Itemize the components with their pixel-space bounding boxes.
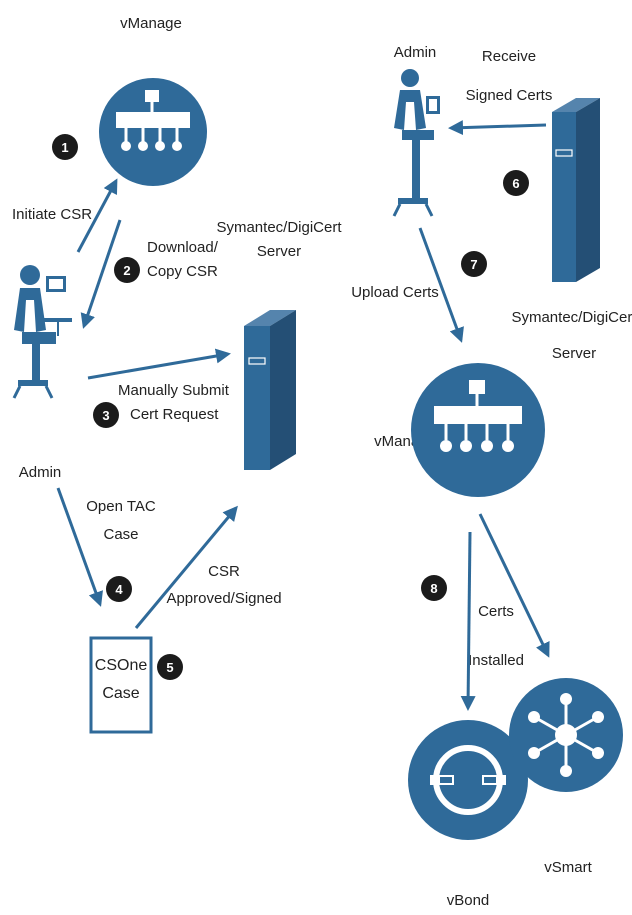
step-6-label-line1: Receive	[482, 48, 536, 65]
server-label-right-line2: Server	[552, 345, 596, 362]
step-6-badge: 6	[503, 170, 529, 196]
vmanage-icon-top	[99, 78, 207, 186]
step-1-label: Initiate CSR	[12, 206, 92, 223]
step-5-label-line1: CSR	[208, 563, 240, 580]
step-8-label-line1: Certs	[478, 603, 514, 620]
vsmart-icon	[509, 678, 623, 792]
arrow-initiate-csr	[76, 178, 118, 253]
csone-case-label-line1: CSOne	[95, 657, 148, 674]
vsmart-label: vSmart	[544, 859, 592, 876]
step-5-badge: 5	[157, 654, 183, 680]
csone-case-label-line2: Case	[102, 685, 139, 702]
svg-text:6: 6	[512, 176, 519, 191]
arrow-to-vbond	[460, 531, 476, 711]
arrow-submit-cert-request	[87, 348, 231, 380]
svg-text:8: 8	[430, 581, 437, 596]
vbond-label: vBond	[447, 892, 490, 909]
svg-text:7: 7	[470, 257, 477, 272]
step-2-label-line2: Copy CSR	[147, 263, 218, 280]
admin-person-icon-left	[12, 265, 72, 399]
step-7-label: Upload Certs	[351, 284, 439, 301]
step-6-label-line2: Signed Certs	[466, 87, 553, 104]
admin-label-right: Admin	[394, 44, 437, 61]
arrow-open-tac-case	[56, 487, 103, 607]
server-label-left-line2: Server	[257, 243, 301, 260]
step-5-label-line2: Approved/Signed	[166, 590, 281, 607]
step-8-badge: 8	[421, 575, 447, 601]
server-icon-right	[552, 98, 600, 282]
svg-text:4: 4	[115, 582, 123, 597]
step-8-label-line2: Installed	[468, 652, 524, 669]
step-7-badge: 7	[461, 251, 487, 277]
server-label-right-line1: Symantec/DigiCert	[511, 309, 632, 326]
svg-text:5: 5	[166, 660, 173, 675]
csone-case-box	[89, 636, 153, 734]
svg-text:2: 2	[123, 263, 130, 278]
arrow-upload-certs	[418, 227, 464, 343]
step-3-label-line1: Manually Submit	[118, 382, 230, 399]
step-4-badge: 4	[106, 576, 132, 602]
arrow-download-csr	[80, 219, 122, 329]
svg-text:1: 1	[61, 140, 68, 155]
arrow-to-vsmart	[478, 513, 550, 658]
vmanage-label-top: vManage	[120, 15, 182, 32]
step-4-label-line1: Open TAC	[86, 498, 156, 515]
step-1-badge: 1	[52, 134, 78, 160]
arrow-csr-approved	[134, 505, 238, 629]
step-3-badge: 3	[93, 402, 119, 428]
server-label-left-line1: Symantec/DigiCert	[216, 219, 342, 236]
admin-label-left: Admin	[19, 464, 62, 481]
server-icon-left	[244, 310, 296, 470]
svg-text:3: 3	[102, 408, 109, 423]
vbond-icon	[408, 720, 528, 840]
vmanage-icon-right	[411, 363, 545, 497]
step-2-label-line1: Download/	[147, 239, 219, 256]
admin-person-icon-right	[392, 69, 440, 217]
step-2-badge: 2	[114, 257, 140, 283]
step-3-label-line2: Cert Request	[130, 406, 219, 423]
step-4-label-line2: Case	[103, 526, 138, 543]
arrow-receive-signed-certs	[448, 120, 547, 136]
